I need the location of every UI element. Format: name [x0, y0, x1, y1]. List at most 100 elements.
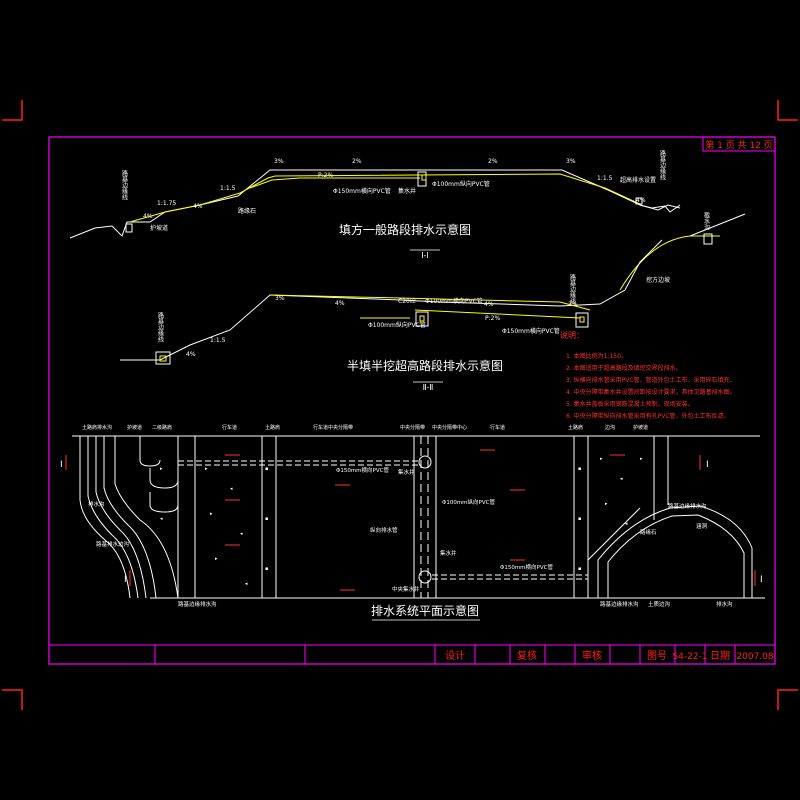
- s1-right-note: 超高排水设置: [620, 176, 656, 184]
- svg-text:◂: ◂: [240, 531, 243, 537]
- svg-text:▪: ▪: [578, 516, 581, 522]
- s2-cut-slope: 挖方边坡: [646, 276, 670, 284]
- s1-slope-7: 2%: [488, 158, 498, 165]
- plan-header-6: 中央分隔带: [400, 424, 425, 431]
- section-marker-br: Ⅰ: [760, 575, 763, 585]
- s2-slope-p: P:2%: [485, 315, 500, 322]
- svg-text:▪: ▪: [265, 466, 268, 472]
- page-label: 第 1 页 共 12 页: [705, 139, 772, 151]
- section-marker-tr: Ⅰ: [706, 460, 709, 470]
- svg-text:▸: ▸: [605, 501, 608, 507]
- section-1-right-structure: [619, 213, 746, 291]
- notes-block: 说明： 1. 本图比例为1:150。 2. 本图适用于超高路段及填挖交界段排水。…: [560, 330, 736, 420]
- callout-left-ditch: 路基排水边沟: [96, 540, 130, 548]
- plan-pipes: [178, 436, 588, 598]
- svg-text:▸: ▸: [205, 466, 208, 472]
- callout-median-well: 中央集水井: [392, 585, 420, 593]
- svg-text:▪: ▪: [265, 566, 268, 572]
- plan-header-7: 中央分隔带中心: [432, 424, 467, 431]
- review-label: 复核: [517, 649, 537, 662]
- section-marker-lines: [65, 455, 756, 586]
- section-1-left-vertical: 路基边缘线: [121, 169, 128, 200]
- svg-text:▸: ▸: [160, 466, 163, 472]
- note-4: 4. 中央分隔带集水井设置间距按设计要求，具体见路基排水图。: [566, 388, 736, 396]
- s2-slope-3: 4%: [335, 300, 345, 307]
- s2-slope-6: 4%: [186, 351, 196, 358]
- s1-slope-6: 2%: [352, 158, 362, 165]
- section-2-labels: 1:1.5 3% 4% 4% 3% 4% C20砼 Φ100mm横向PVC管 Φ…: [186, 276, 670, 358]
- section-2-left-vertical: 路基边缘线: [157, 311, 164, 342]
- plan-header-10: 边沟: [605, 424, 615, 431]
- s2-pipe-top: Φ100mm横向PVC管: [425, 297, 483, 305]
- callout-pipe-100: Φ100mm纵向PVC管: [442, 498, 495, 506]
- plan-header-5: 行车道中央分隔带: [313, 424, 353, 431]
- section-2-right-vertical: 路基边缘线: [569, 273, 576, 304]
- svg-text:◂: ◂: [245, 581, 248, 587]
- plan-header-9: 土路肩: [568, 424, 583, 431]
- title-block: 设计 复核 审核 图号 S4-22-1 日期 2007.08: [49, 644, 775, 664]
- svg-text:▸: ▸: [210, 511, 213, 517]
- callout-median-pipe: 纵向排水管: [370, 526, 398, 534]
- section-1-title: 填方一般路段排水示意图: [339, 222, 471, 237]
- s1-slope-9: 1:1.5: [597, 175, 613, 182]
- plan-header-11: 护坡道: [633, 424, 648, 431]
- s1-slope-8: 3%: [566, 158, 576, 165]
- s1-slope-3: 4%: [143, 213, 153, 220]
- s1-slope-1: 1:1.75: [157, 200, 176, 207]
- plan-section-markers: Ⅰ Ⅰ Ⅰ Ⅰ: [60, 460, 763, 585]
- date-value: 2007.08: [736, 652, 773, 662]
- sheet-corner-marks: [2, 100, 798, 710]
- svg-text:▪: ▪: [578, 566, 581, 572]
- section-2-cut-label: Ⅱ-Ⅱ: [423, 383, 434, 392]
- plan-header-0: 土路肩排水沟: [82, 424, 112, 431]
- callout-right-bottom-c: 排水沟: [716, 600, 733, 608]
- section-1-top-right-vertical: 截水沟: [703, 211, 710, 231]
- s2-pipe-100: Φ100mm纵向PVC管: [368, 321, 426, 329]
- drawing-no-label: 图号: [647, 650, 667, 662]
- note-1: 1. 本图比例为1:150。: [566, 352, 627, 360]
- s1-slope-4: 4%: [193, 203, 203, 210]
- notes-heading: 说明：: [560, 330, 584, 340]
- s1-drain-well: 集水井: [398, 187, 416, 195]
- callout-well-bottom: 集水井: [440, 549, 457, 557]
- plan-header-4: 土路肩: [265, 424, 280, 431]
- section-marker-bl: Ⅰ: [124, 575, 127, 585]
- design-label: 设计: [445, 649, 465, 662]
- svg-text:◂: ◂: [230, 486, 233, 492]
- note-5: 5. 集水井盖板采用钢筋混凝土预制，现场安装。: [566, 400, 694, 408]
- s1-protect: 护坡道: [150, 224, 168, 232]
- callout-right-bottom-a: 路基边缘排水沟: [600, 600, 639, 608]
- s2-slope-2: 3%: [275, 295, 285, 302]
- svg-text:▪: ▪: [578, 466, 581, 472]
- s1-slope-10: 4%: [636, 197, 646, 204]
- section-2-profile: [120, 239, 663, 365]
- svg-text:▸: ▸: [215, 556, 218, 562]
- s2-pipe-150: Φ150mm横向PVC管: [502, 327, 560, 335]
- callout-right-bottom-b: 土质边沟: [648, 600, 671, 608]
- svg-text:▪: ▪: [265, 516, 268, 522]
- callout-left-bottom: 路基边缘排水沟: [178, 600, 217, 608]
- plan-callouts: Φ150mm横向PVC管 集水井 Φ100mm纵向PVC管 纵向排水管 集水井 …: [88, 466, 733, 608]
- plan-view: [72, 435, 765, 599]
- plan-flow-arrows: [225, 449, 625, 591]
- s1-pipe-100: Φ100mm纵向PVC管: [432, 180, 490, 188]
- section-1-cut-label: Ⅰ-Ⅰ: [421, 251, 429, 260]
- callout-curb-marker: 路缘石: [640, 528, 657, 536]
- section-2-title: 半填半挖超高路段排水示意图: [347, 358, 503, 373]
- date-label: 日期: [710, 650, 730, 662]
- page-label-box: 第 1 页 共 12 页: [702, 136, 776, 152]
- plan-title: 排水系统平面示意图: [371, 603, 479, 618]
- plan-header-2: 二级路肩: [152, 424, 172, 431]
- svg-text:◂: ◂: [160, 516, 163, 522]
- section-1-right-vertical: 路基边缘线: [659, 149, 666, 180]
- plan-header-8: 行车道: [490, 424, 505, 431]
- s1-pipe-main: Φ150mm横向PVC管: [333, 187, 391, 195]
- note-3: 3. 纵横向排水管采用PVC管，管道外包土工布，采用碎石填充。: [566, 376, 736, 384]
- section-1-profile: [69, 169, 681, 239]
- svg-text:◂: ◂: [625, 521, 628, 527]
- svg-text:▸: ▸: [600, 456, 603, 462]
- plan-textures: ▸◂▸ ◂▸◂ ▪▪▪ ▪▪▪ ▸◂▸ ◂▸ ▸◂: [160, 456, 643, 587]
- callout-right-culvert: 涵洞: [696, 522, 708, 530]
- svg-text:◂: ◂: [620, 476, 623, 482]
